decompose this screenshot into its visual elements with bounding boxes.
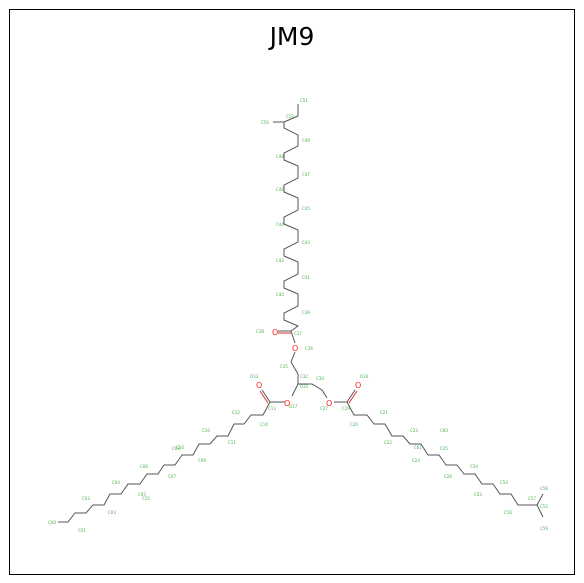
right-chain <box>346 401 544 518</box>
right-branch-down <box>536 504 544 518</box>
top-ester <box>278 330 299 375</box>
right-chain-bonds <box>346 401 537 506</box>
atom-label: C35 <box>280 364 288 369</box>
atom-label: C15 <box>142 496 150 501</box>
atom-label: C40 <box>276 292 284 297</box>
atom-label: C08 <box>172 446 180 451</box>
atom-label: C22 <box>384 440 392 445</box>
atom-label: C59 <box>540 526 548 531</box>
right-chain-labels: C20 C21 C22 C23 C24 C25 C26 C34 C53 C54 … <box>350 410 548 531</box>
atom-label: C37 <box>294 331 302 336</box>
atom-label: C45 <box>302 206 310 211</box>
atom-label: C50 <box>261 120 269 125</box>
diagram-title: JM9 <box>269 22 315 51</box>
oxygen-atom-right-ester: O <box>326 399 332 408</box>
atom-label: C34 <box>470 464 478 469</box>
right-carbonyl-double <box>348 390 358 404</box>
atom-label: C13 <box>268 406 276 411</box>
top-chain-bonds <box>283 104 300 332</box>
atom-label: C36 <box>305 346 313 351</box>
atom-label: C42 <box>276 258 284 263</box>
core-labels: O33 C32 O31 C30 O17 C27 C29 O30 C55 <box>250 374 548 509</box>
left-ester <box>259 389 285 404</box>
atom-label: C06 <box>140 464 148 469</box>
glycerol-core <box>291 374 328 399</box>
atom-label: C32 <box>300 374 308 379</box>
atom-label: C05 <box>138 492 146 497</box>
atom-label: C12 <box>232 410 240 415</box>
atom-label: C38 <box>256 329 264 334</box>
left-carbonyl-double <box>259 390 269 404</box>
atom-label: C04 <box>112 480 120 485</box>
oxygen-atom-right-carbonyl: O <box>355 381 361 390</box>
atom-label: C27 <box>320 406 328 411</box>
atom-label: C54 <box>500 480 508 485</box>
top-chain <box>273 104 300 332</box>
oxygen-atom-top-ester: O <box>292 344 298 353</box>
right-carbonyl-bond <box>346 389 356 403</box>
atom-label: C01 <box>78 528 86 533</box>
left-carbonyl-bond <box>261 389 271 403</box>
oxygen-atom-left-carbonyl: O <box>256 381 262 390</box>
atom-label: C03 <box>108 510 116 515</box>
atom-label: C47 <box>302 172 310 177</box>
atom-label: C51 <box>300 98 308 103</box>
atom-label: C10 <box>202 428 210 433</box>
atom-label: C14 <box>260 422 268 427</box>
atom-label: C30 <box>316 376 324 381</box>
atom-label: C52 <box>286 114 294 119</box>
atom-label: C25 <box>440 446 448 451</box>
atom-label: O17 <box>289 404 298 409</box>
oxygen-atom-left-ester: O <box>284 399 290 408</box>
atom-label: C46 <box>276 187 284 192</box>
atom-label: C49 <box>302 138 310 143</box>
top-chain-labels: C51 C52 C50 C49 C48 C47 C46 C45 C44 C43 … <box>256 98 313 369</box>
atom-label: C21 <box>380 410 388 415</box>
atom-label: C09 <box>198 458 206 463</box>
core-right-bonds <box>298 383 328 399</box>
diagram-frame <box>9 9 575 575</box>
atom-label: C41 <box>302 275 310 280</box>
atom-label: C00 <box>48 520 56 525</box>
atom-label: C23 <box>410 428 418 433</box>
atom-label: C29 <box>342 406 350 411</box>
atom-label: C56 <box>504 510 512 515</box>
atom-label: C55 <box>540 504 548 509</box>
atom-label: C48 <box>276 154 284 159</box>
atom-label: C60 <box>440 428 448 433</box>
atom-label: C20 <box>350 422 358 427</box>
oxygen-atom-top-carbonyl: O <box>272 328 278 337</box>
ch2-ch-bond <box>290 361 299 375</box>
left-chain-labels: C13 C14 C12 C11 C10 C09 C08 C07 C06 C05 … <box>48 406 276 533</box>
atom-label: C58 <box>540 486 548 491</box>
atom-label: C07 <box>168 474 176 479</box>
atom-label: C26 <box>444 474 452 479</box>
atom-label: C11 <box>228 440 236 445</box>
atom-label: C57 <box>528 496 536 501</box>
core-bonds <box>291 374 299 397</box>
top-ester-o-bond <box>290 330 296 344</box>
atom-label: O33 <box>250 374 259 379</box>
left-chain-bonds <box>58 401 271 523</box>
atom-label: C39 <box>302 310 310 315</box>
atom-label: C61 <box>414 445 422 450</box>
atom-label: O30 <box>360 374 369 379</box>
atom-label: O31 <box>300 384 309 389</box>
atom-label: C16 <box>176 445 184 450</box>
atom-label: C44 <box>276 222 284 227</box>
atom-label: C53 <box>474 492 482 497</box>
oxygen-atoms: O O O O O O <box>256 328 361 408</box>
right-branch-up <box>536 493 544 506</box>
left-chain <box>58 401 271 523</box>
atom-label: C24 <box>412 458 420 463</box>
atom-label: C02 <box>82 496 90 501</box>
right-ester <box>334 389 358 404</box>
atom-label: C43 <box>302 240 310 245</box>
top-o-ch2-bond <box>290 351 296 363</box>
